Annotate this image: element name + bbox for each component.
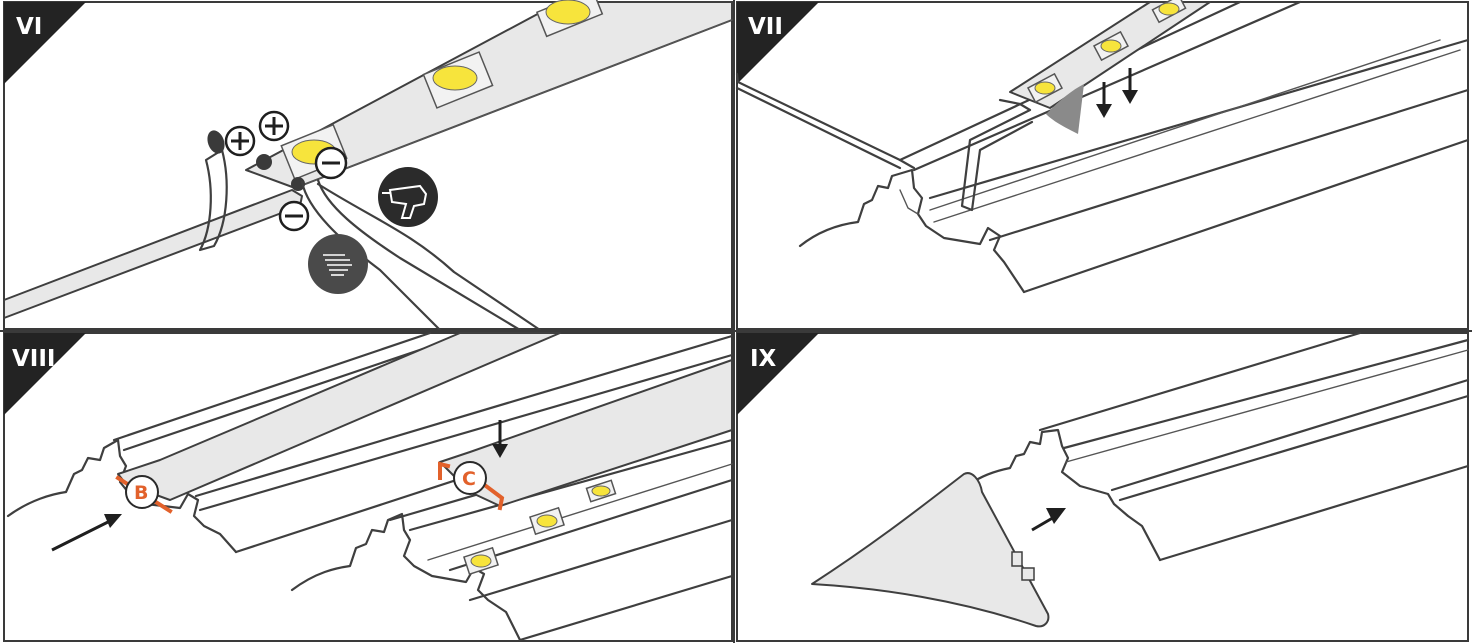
led-chip <box>529 506 565 536</box>
soldering-iron-icon <box>378 167 438 227</box>
panel-vii-label: VII <box>748 14 783 40</box>
callout-b: B <box>125 475 159 509</box>
panel-vi: VI <box>3 0 733 332</box>
panel-vii: VII <box>735 0 1470 330</box>
callout-c-label: C <box>462 468 476 490</box>
panel-vi-tab <box>4 2 86 84</box>
led-chip <box>1151 0 1187 24</box>
callout-b-label: B <box>134 482 148 504</box>
led-chip <box>422 51 494 109</box>
plus-symbol <box>258 110 290 142</box>
panel-ix-tab <box>737 333 819 415</box>
arrow <box>492 420 508 458</box>
wire-cable <box>3 130 542 332</box>
led-chip <box>585 479 617 503</box>
arrow <box>1031 508 1066 532</box>
minus-symbol <box>278 200 310 232</box>
led-strip <box>960 0 1211 212</box>
solder-point <box>291 177 305 191</box>
panel-ix-label: IX <box>750 346 777 372</box>
arrow <box>1096 82 1112 118</box>
led-chip <box>463 546 499 576</box>
callout-c: C <box>453 461 487 495</box>
panel-viii: VIII B <box>3 331 734 642</box>
aluminium-profile <box>968 331 1470 562</box>
solder-point <box>256 154 272 170</box>
panel-ix: IX <box>736 331 1470 642</box>
panel-viii-tab <box>4 333 86 415</box>
led-chip <box>1092 30 1130 62</box>
arrow <box>1122 68 1138 104</box>
minus-symbol <box>314 146 348 180</box>
end-cap <box>811 472 1050 628</box>
plus-symbol <box>224 125 256 157</box>
diffuser-edge-c <box>438 461 505 511</box>
solder-wire-icon <box>308 234 368 294</box>
panel-viii-label: VIII <box>12 346 55 372</box>
panel-vii-tab <box>737 2 819 84</box>
aluminium-profile <box>735 0 1470 294</box>
arrow <box>51 514 122 552</box>
panel-vi-label: VI <box>16 14 42 40</box>
led-chip <box>1026 72 1064 104</box>
led-chip <box>535 0 604 38</box>
